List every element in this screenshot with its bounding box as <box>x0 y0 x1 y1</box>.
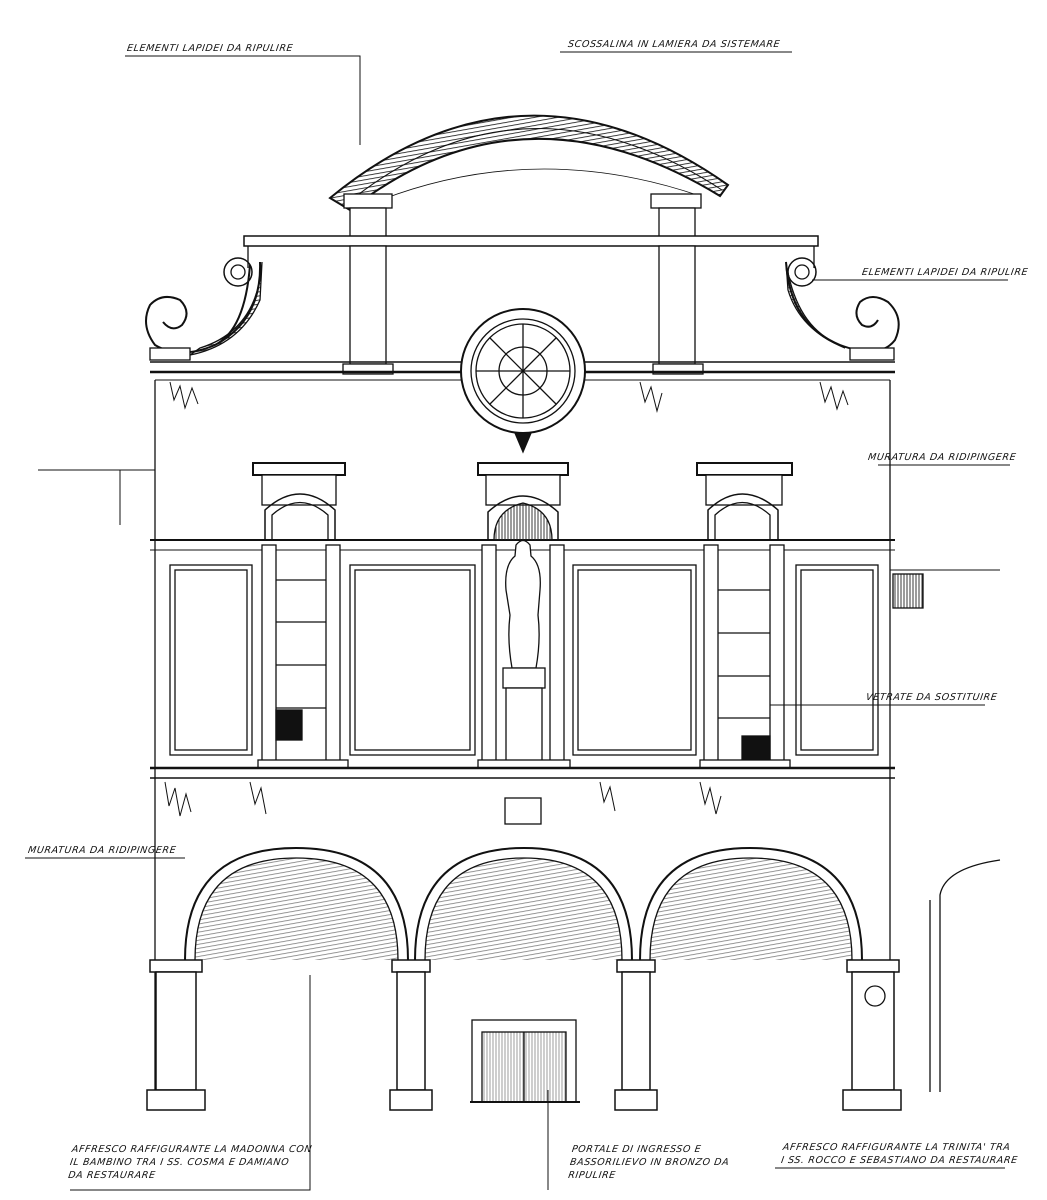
annotation-leaders <box>25 51 1010 1191</box>
label-fresco-left: AFFRESCO RAFFIGURANTE LA MADONNA CON IL … <box>67 1144 313 1181</box>
left-window <box>257 493 349 769</box>
window-pediments <box>252 462 793 506</box>
portico-arcade <box>146 846 1001 1111</box>
label-portal: PORTALE DI INGRESSO E BASSORILIEVO IN BR… <box>567 1144 730 1181</box>
label-windows-replace: VETRATE DA SOSTITUIRE <box>865 692 999 703</box>
label-fresco-right: AFFRESCO RAFFIGURANTE LA TRINITA' TRA I … <box>780 1142 1019 1166</box>
label-flashing-top: SCOSSALINA IN LAMIERA DA SISTEMARE <box>567 39 781 50</box>
right-window <box>699 493 791 769</box>
central-niche-with-statue <box>477 495 571 769</box>
crowning-arch <box>328 114 730 239</box>
left-volute-icon <box>145 261 262 354</box>
attic-level <box>145 235 900 375</box>
label-masonry-right: MURATURA DA RIDIPINGERE <box>867 452 1017 463</box>
oculus-window <box>460 308 586 454</box>
label-masonry-left: MURATURA DA RIDIPINGERE <box>27 845 177 856</box>
label-stone-elements-top: ELEMENTI LAPIDEI DA RIPULIRE <box>126 43 294 54</box>
label-stone-elements-right: ELEMENTI LAPIDEI DA RIPULIRE <box>861 267 1029 278</box>
